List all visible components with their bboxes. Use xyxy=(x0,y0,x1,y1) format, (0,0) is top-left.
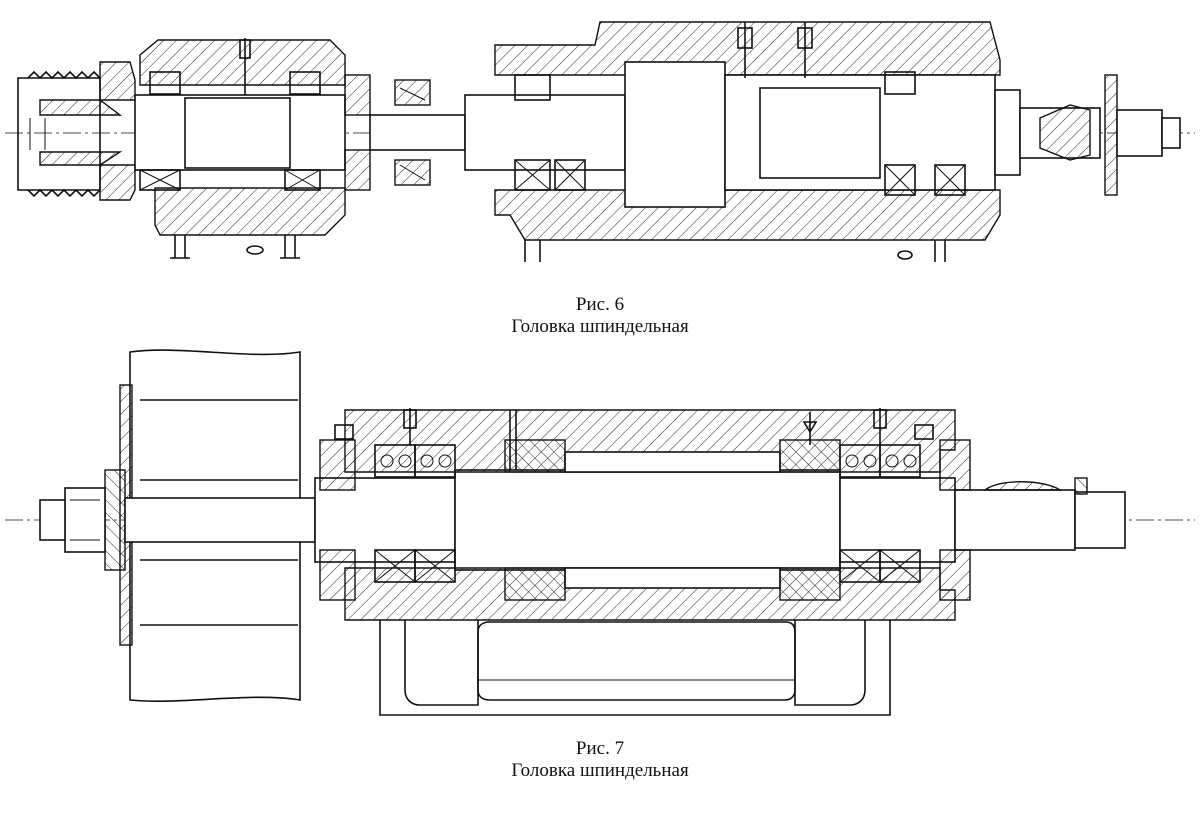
figure-6-title: Головка шпиндельная xyxy=(511,316,689,337)
fig6-left-housing xyxy=(134,38,346,259)
figure-6-drawing xyxy=(5,21,1195,262)
fig7-base xyxy=(379,620,891,716)
figure-6-number: Рис. 6 xyxy=(575,294,625,315)
figure-7-caption: Рис. 7 Головка шпиндельная xyxy=(450,738,750,782)
fig6-right-housing xyxy=(464,21,1101,262)
fig6-pulley xyxy=(17,61,136,201)
figure-7-drawing xyxy=(5,349,1195,716)
fig6-end-flange xyxy=(1039,74,1181,196)
figure-7-number: Рис. 7 xyxy=(575,738,625,759)
figure-6-caption: Рис. 6 Головка шпиндельная xyxy=(450,294,750,338)
fig7-shaft xyxy=(124,469,1126,571)
fig6-coupling xyxy=(344,74,466,191)
figure-7-title: Головка шпиндельная xyxy=(511,760,689,781)
fig7-key-section xyxy=(982,481,1063,491)
fig7-housing xyxy=(319,408,971,621)
